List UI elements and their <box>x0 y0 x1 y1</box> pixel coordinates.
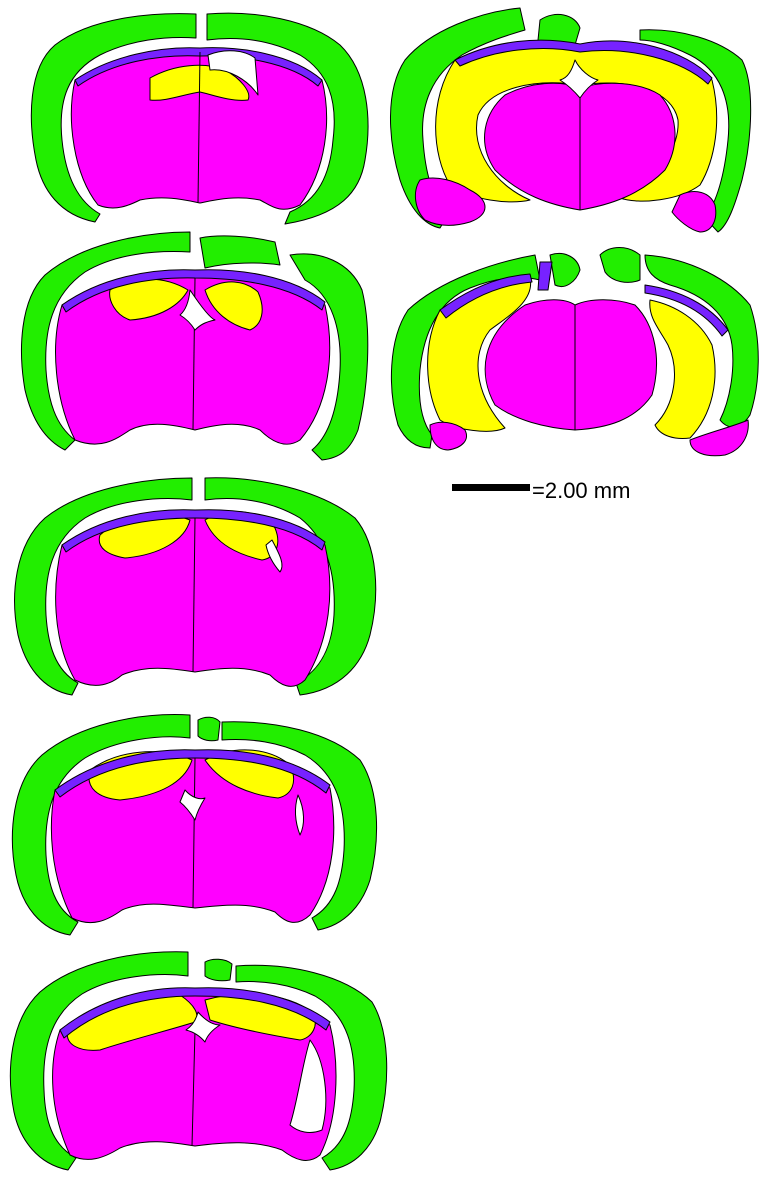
brain-section-6 <box>12 715 376 935</box>
brain-section-4 <box>391 248 758 456</box>
scale-bar-line <box>452 484 530 491</box>
brain-section-5 <box>15 478 376 695</box>
scale-bar-label: =2.00 mm <box>532 478 630 503</box>
cortex-dorsal-right <box>600 248 640 283</box>
brain-section-2 <box>390 8 750 232</box>
cortex-dorsal <box>198 717 220 741</box>
cortex-dorsal-left <box>550 253 580 286</box>
cortex-dorsal <box>205 959 232 981</box>
cortex-dorsal <box>200 236 280 268</box>
brain-section-1 <box>31 13 368 224</box>
brain-section-7 <box>10 952 386 1170</box>
brain-section-3 <box>22 232 368 460</box>
striatum-ventral-right <box>672 192 716 232</box>
scale-bar: =2.00 mm <box>452 478 630 503</box>
striatum-thalamus <box>485 300 656 430</box>
hippocampus-right <box>650 300 715 438</box>
white-matter-dorsal <box>538 262 552 290</box>
